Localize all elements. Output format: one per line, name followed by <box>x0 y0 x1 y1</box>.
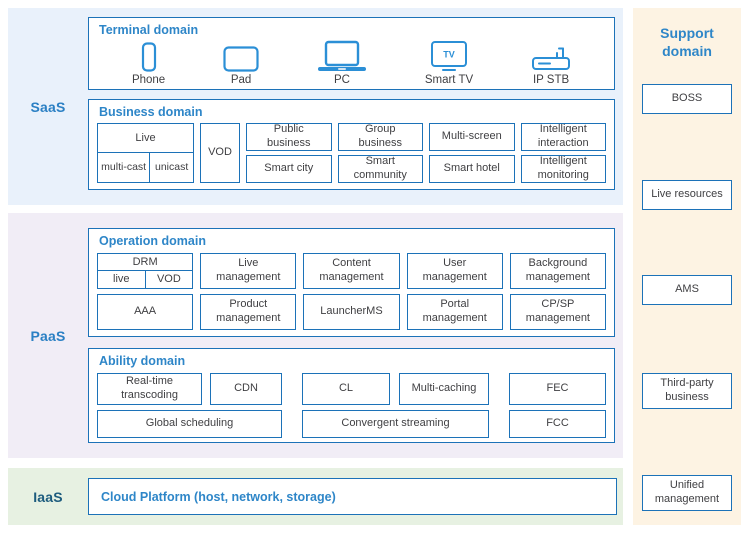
operation-cell: Content management <box>303 252 400 289</box>
ip-stb-icon <box>531 39 571 72</box>
business-cell: Smart hotel <box>429 154 515 183</box>
operation-cell: LauncherMS <box>303 293 400 330</box>
live-group-header: Live <box>98 124 193 154</box>
ability-cell: Multi-caching <box>399 372 489 405</box>
support-box-boss: BOSS <box>642 84 732 114</box>
operation-domain-title: Operation domain <box>99 234 206 248</box>
band-label-saas: SaaS <box>30 98 66 115</box>
business-cell: Multi-screen <box>429 122 515 151</box>
device-pc: PC <box>317 39 367 87</box>
operation-domain-box: Operation domain DRM live VOD Live manag… <box>88 228 615 337</box>
drm-cell-vod: VOD <box>144 271 193 288</box>
phone-icon <box>141 39 157 72</box>
drm-group: DRM live VOD <box>97 252 194 289</box>
band-label-paas: PaaS <box>30 327 66 344</box>
band-paas: PaaS Operation domain DRM live VOD Live … <box>8 213 623 458</box>
device-label: Pad <box>230 74 252 87</box>
pad-icon <box>223 39 259 72</box>
device-smart-tv: TV Smart TV <box>425 39 473 87</box>
business-cell: Smart community <box>337 154 423 183</box>
ability-cell: Convergent streaming <box>302 409 489 438</box>
business-cell: Public business <box>246 122 332 151</box>
band-iaas: IaaS Cloud Platform (host, network, stor… <box>8 468 623 525</box>
ability-row: Real-time transcoding CDN Global schedul… <box>97 372 606 438</box>
business-domain-box: Business domain Live multi-cast unicast … <box>88 99 615 190</box>
business-grid: Public business Group business Multi-scr… <box>246 122 606 183</box>
ability-cell: CDN <box>210 372 282 405</box>
live-cell-multicast: multi-cast <box>101 161 147 174</box>
band-saas: SaaS Terminal domain Phone <box>8 8 623 205</box>
ability-cell: Global scheduling <box>97 409 282 438</box>
business-row: Live multi-cast unicast VOD Public busin… <box>97 122 606 183</box>
operation-cell: Portal management <box>406 293 503 330</box>
pc-icon <box>317 39 367 72</box>
operation-grid: DRM live VOD Live management Content man… <box>97 252 606 330</box>
device-label: Smart TV <box>424 74 474 87</box>
operation-cell: Background management <box>509 252 606 289</box>
smart-tv-icon: TV <box>429 39 469 72</box>
band-label-iaas: IaaS <box>33 488 63 505</box>
ability-group-transcoding: Real-time transcoding CDN Global schedul… <box>97 372 282 438</box>
support-box-third-party: Third-party business <box>642 373 732 409</box>
live-cell-unicast: unicast <box>149 153 193 182</box>
ability-cell: FEC <box>509 372 606 405</box>
operation-cell: Live management <box>200 252 297 289</box>
terminal-domain-title: Terminal domain <box>99 23 199 37</box>
ability-cell: Real-time transcoding <box>97 372 202 405</box>
business-cell: Intelligent interaction <box>520 122 606 151</box>
drm-group-header: DRM <box>98 254 193 272</box>
device-label: Phone <box>131 74 166 87</box>
terminal-domain-box: Terminal domain Phone <box>88 17 615 90</box>
support-box-live-resources: Live resources <box>642 180 732 210</box>
ability-group-fec-fcc: FEC FCC <box>509 372 606 438</box>
business-domain-title: Business domain <box>99 105 203 119</box>
vod-cell: VOD <box>200 122 240 183</box>
svg-text:TV: TV <box>443 50 455 60</box>
ability-cell: FCC <box>509 409 606 438</box>
terminal-device-row: Phone Pad <box>89 39 614 87</box>
ability-domain-title: Ability domain <box>99 354 186 368</box>
ability-domain-box: Ability domain Real-time transcoding CDN… <box>88 348 615 443</box>
support-box-ams: AMS <box>642 275 732 305</box>
device-phone: Phone <box>132 39 165 87</box>
aaa-cell: AAA <box>97 293 194 330</box>
device-ip-stb: IP STB <box>531 39 571 87</box>
device-label: IP STB <box>532 74 570 87</box>
business-cell: Smart city <box>246 154 332 183</box>
drm-cell-live: live <box>113 273 130 286</box>
ability-cell: CL <box>302 372 390 405</box>
device-pad: Pad <box>223 39 259 87</box>
support-box-unified-management: Unified management <box>642 475 732 511</box>
support-domain-title: Support domain <box>660 25 714 60</box>
cloud-platform-box: Cloud Platform (host, network, storage) <box>88 478 617 515</box>
operation-cell: User management <box>406 252 503 289</box>
live-group: Live multi-cast unicast <box>97 122 194 183</box>
support-domain-column: Support domain BOSS Live resources AMS T… <box>633 8 741 525</box>
ability-group-streaming: CL Multi-caching Convergent streaming <box>302 372 489 438</box>
device-label: PC <box>333 74 350 87</box>
business-cell: Group business <box>337 122 423 151</box>
operation-cell: Product management <box>200 293 297 330</box>
operation-cell: CP/SP management <box>509 293 606 330</box>
business-cell: Intelligent monitoring <box>520 154 606 183</box>
